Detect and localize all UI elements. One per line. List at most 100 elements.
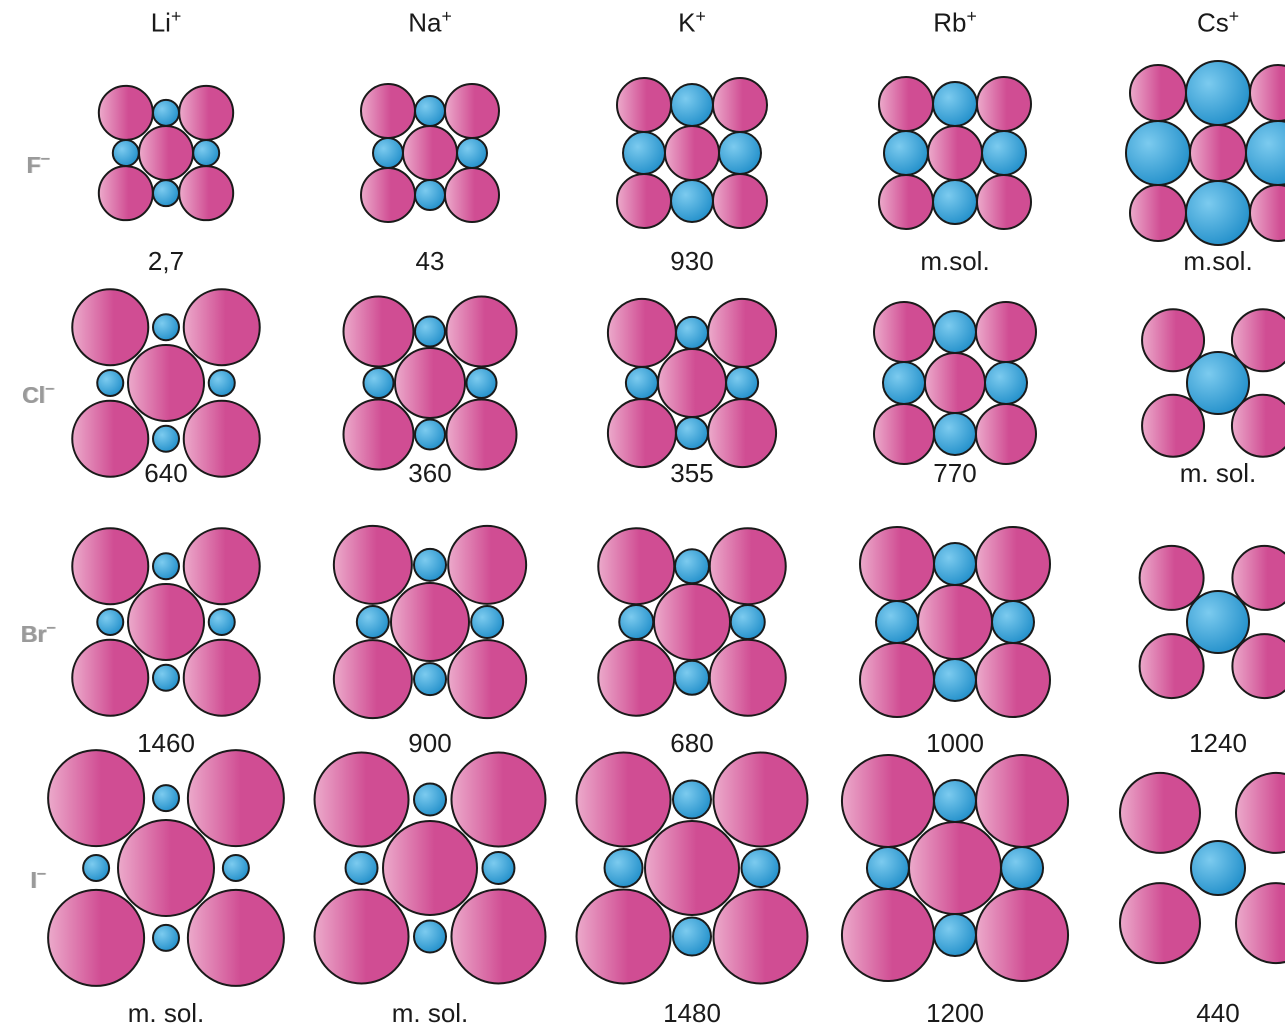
- cation-sphere: [414, 549, 446, 581]
- lattice-cell-br-li: [72, 528, 259, 715]
- cation-sphere: [671, 84, 713, 126]
- cation-sphere: [97, 370, 123, 396]
- solubility-value: 355: [670, 458, 713, 489]
- cation-sphere: [673, 781, 711, 819]
- anion-sphere: [184, 289, 260, 365]
- lattice-cell-cl-cs: [1142, 309, 1285, 456]
- cation-sphere: [934, 780, 976, 822]
- anion-sphere: [1120, 773, 1200, 853]
- cation-sphere: [153, 553, 179, 579]
- anion-sphere: [445, 84, 499, 138]
- anion-sphere: [334, 640, 412, 718]
- anion-sphere: [448, 640, 526, 718]
- anion-symbol: Br: [21, 621, 47, 647]
- anion-sphere: [577, 889, 671, 983]
- anion-sphere: [977, 77, 1031, 131]
- cation-header-k: K+: [678, 6, 706, 39]
- anion-sphere: [918, 585, 992, 659]
- cation-sphere: [992, 601, 1034, 643]
- cation-sphere: [457, 138, 487, 168]
- lattice-cell-i-k: [577, 753, 808, 984]
- anion-sphere: [658, 349, 726, 417]
- anion-charge: −: [45, 381, 54, 398]
- cation-sphere: [934, 659, 976, 701]
- anion-label-f: F−: [26, 151, 49, 179]
- anion-sphere: [976, 527, 1050, 601]
- anion-sphere: [383, 821, 477, 915]
- lattice-cell-f-rb: [879, 77, 1031, 229]
- cation-sphere: [883, 362, 925, 404]
- anion-label-cl: Cl−: [22, 381, 54, 409]
- anion-sphere: [315, 753, 409, 847]
- solubility-value: 2,7: [148, 246, 184, 277]
- solubility-value: 680: [670, 728, 713, 759]
- anion-sphere: [909, 822, 1001, 914]
- cation-sphere: [153, 925, 179, 951]
- cation-symbol: Rb: [933, 8, 966, 38]
- cation-sphere: [414, 920, 446, 952]
- anion-sphere: [976, 404, 1036, 464]
- anion-sphere: [708, 399, 776, 467]
- lattice-cell-i-na: [315, 753, 546, 984]
- cation-charge: +: [1229, 6, 1239, 26]
- solubility-value: 43: [416, 246, 445, 277]
- anion-sphere: [344, 297, 414, 367]
- anion-sphere: [976, 643, 1050, 717]
- cation-sphere: [676, 417, 708, 449]
- solubility-value: m. sol.: [128, 998, 205, 1029]
- lattice-cell-i-cs: [1120, 773, 1285, 963]
- anion-sphere: [403, 126, 457, 180]
- anion-sphere: [72, 289, 148, 365]
- anion-sphere: [128, 584, 204, 660]
- cation-sphere: [415, 419, 445, 449]
- anion-sphere: [391, 583, 469, 661]
- anion-sphere: [617, 78, 671, 132]
- anion-sphere: [315, 889, 409, 983]
- anion-sphere: [361, 84, 415, 138]
- lattice-cell-br-k: [598, 528, 785, 715]
- anion-sphere: [1140, 546, 1204, 610]
- solubility-value: 1460: [137, 728, 195, 759]
- anion-label-br: Br−: [21, 620, 56, 648]
- cation-sphere: [153, 100, 179, 126]
- anion-sphere: [451, 753, 545, 847]
- solubility-value: 360: [408, 458, 451, 489]
- cation-sphere: [1246, 121, 1285, 185]
- anion-sphere: [179, 166, 233, 220]
- anion-sphere: [1140, 634, 1204, 698]
- anion-sphere: [184, 528, 260, 604]
- cation-sphere: [675, 549, 709, 583]
- anion-sphere: [598, 528, 674, 604]
- lattice-cell-f-cs: [1126, 61, 1285, 245]
- cation-sphere: [1001, 847, 1043, 889]
- anion-sphere: [645, 821, 739, 915]
- cation-sphere: [1126, 121, 1190, 185]
- cation-sphere: [113, 140, 139, 166]
- cation-sphere: [726, 367, 758, 399]
- anion-sphere: [874, 404, 934, 464]
- lattice-cell-cl-li: [72, 289, 259, 476]
- cation-sphere: [415, 96, 445, 126]
- lattice-cell-f-li: [99, 86, 233, 220]
- anion-sphere: [928, 126, 982, 180]
- cation-sphere: [619, 605, 653, 639]
- solubility-value: m. sol.: [392, 998, 469, 1029]
- cation-sphere: [623, 132, 665, 174]
- cation-sphere: [1187, 591, 1249, 653]
- anion-sphere: [879, 175, 933, 229]
- anion-sphere: [608, 399, 676, 467]
- anion-symbol: Cl: [22, 382, 45, 408]
- cation-sphere: [414, 663, 446, 695]
- cation-sphere: [884, 131, 928, 175]
- anion-sphere: [179, 86, 233, 140]
- anion-sphere: [617, 174, 671, 228]
- anion-sphere: [977, 175, 1031, 229]
- anion-sphere: [72, 528, 148, 604]
- anion-sphere: [1190, 125, 1246, 181]
- cation-header-li: Li+: [151, 6, 182, 39]
- anion-label-i: I−: [30, 866, 46, 894]
- cation-sphere: [1191, 841, 1245, 895]
- anion-sphere: [713, 753, 807, 847]
- anion-sphere: [976, 302, 1036, 362]
- solubility-value: 640: [144, 458, 187, 489]
